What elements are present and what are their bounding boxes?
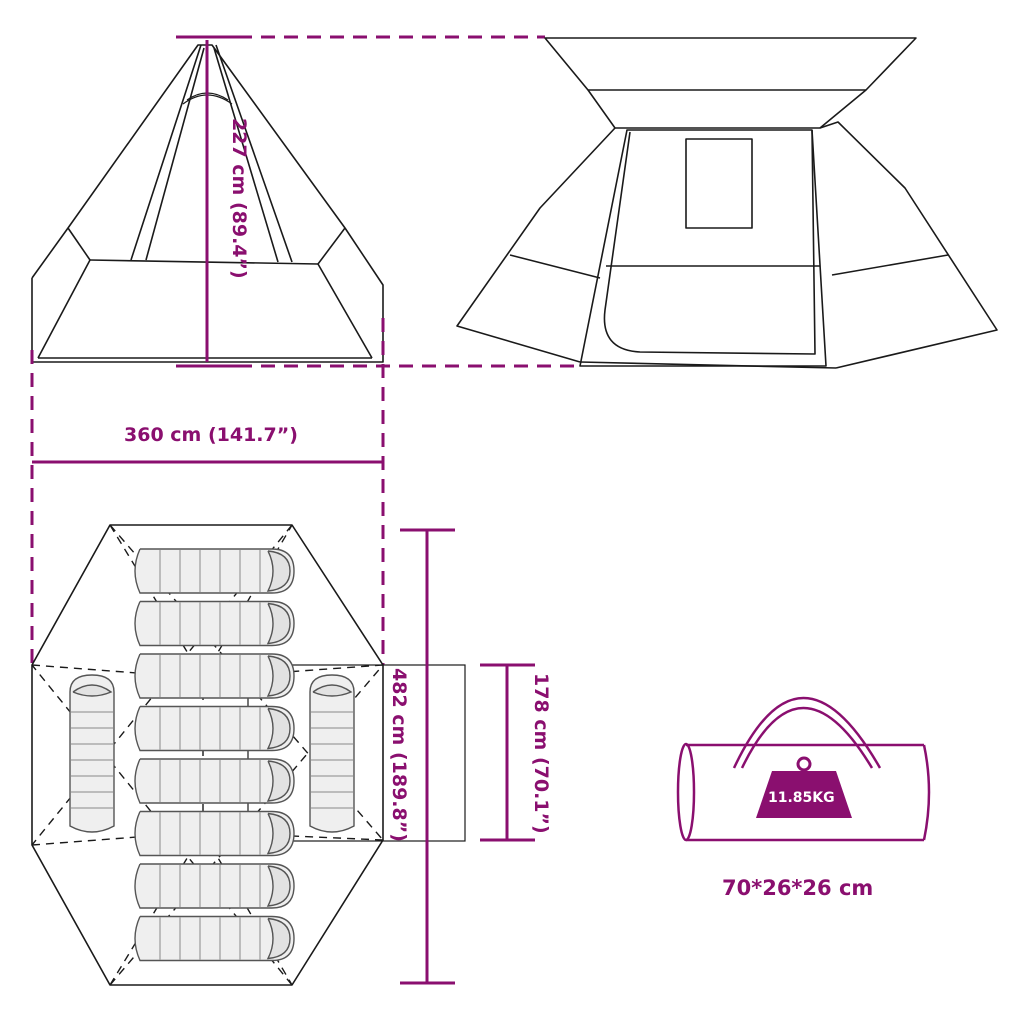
sleeping-bags-vertical (69, 674, 355, 833)
sleeping-bag (134, 548, 295, 594)
sleeping-bag (134, 758, 295, 804)
front-view (31, 44, 384, 363)
sleeping-bag (134, 810, 295, 857)
height-dimension (176, 35, 578, 368)
package-size-label: 70*26*26 cm (722, 876, 874, 900)
width-dimension (30, 318, 385, 665)
weight-icon (756, 771, 852, 818)
inner-dimension (480, 663, 535, 842)
weight-label: 11.85KG (768, 790, 835, 806)
length-dimension (400, 528, 455, 985)
width-label: 360 cm (141.7”) (124, 424, 298, 446)
sleeping-bag (134, 915, 295, 962)
sleeping-bag (309, 674, 355, 833)
inner-length-label: 178 cm (70.1”) (530, 673, 552, 834)
sleeping-bag (134, 705, 295, 752)
height-label: 227 cm (89.4”) (228, 118, 250, 279)
carry-bag (676, 696, 931, 842)
sleeping-bags-horizontal (134, 548, 295, 962)
sleeping-bag (134, 653, 295, 699)
sleeping-bag (134, 863, 295, 909)
sleeping-bag (69, 674, 115, 833)
sleeping-bag (134, 600, 295, 647)
length-label: 482 cm (189.8”) (388, 668, 410, 842)
perspective-view (456, 37, 998, 369)
